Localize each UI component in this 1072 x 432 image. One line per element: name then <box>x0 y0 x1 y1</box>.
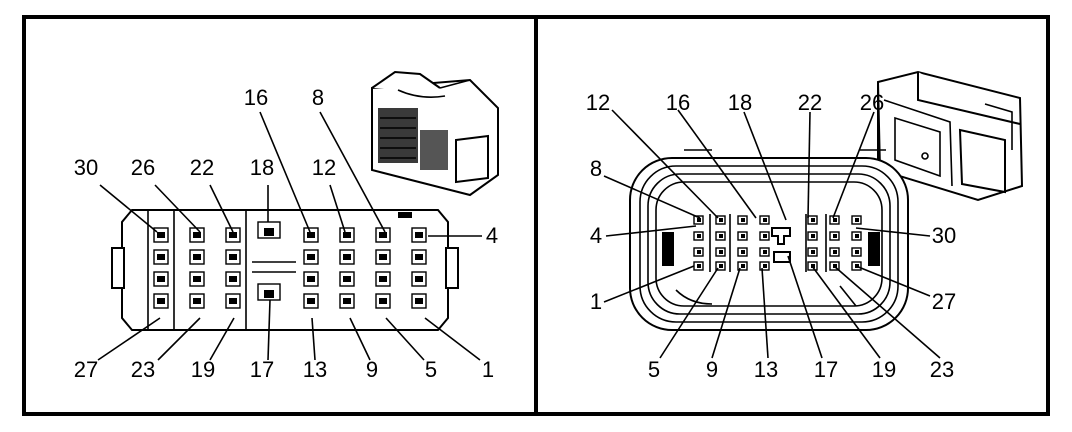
pin-contact <box>343 298 351 304</box>
pin-contact <box>697 234 701 238</box>
right-label-16: 16 <box>666 90 690 115</box>
left-label-9: 9 <box>366 357 378 382</box>
right-label-26: 26 <box>860 90 884 115</box>
left-pin-cavities <box>153 221 427 309</box>
left-connector-3d-icon <box>371 70 499 197</box>
left-label-1: 1 <box>482 357 494 382</box>
pin-contact <box>763 218 767 222</box>
pin-contact <box>193 298 201 304</box>
pin-contact <box>157 232 165 238</box>
pin-contact <box>415 276 423 282</box>
right-pin-cavities <box>693 215 862 271</box>
pin-contact <box>855 218 859 222</box>
pin-contact <box>811 264 815 268</box>
right-connector-face <box>629 149 909 331</box>
pin-contact <box>833 250 837 254</box>
pin-contact <box>415 254 423 260</box>
pin-contact <box>415 298 423 304</box>
pin-contact <box>379 298 387 304</box>
pin-contact <box>379 232 387 238</box>
right-label-18: 18 <box>728 90 752 115</box>
pin-contact <box>229 276 237 282</box>
pin-contact <box>264 228 274 236</box>
pin-contact <box>719 218 723 222</box>
left-label-18: 18 <box>250 155 274 180</box>
left-label-12: 12 <box>312 155 336 180</box>
pin-contact <box>229 298 237 304</box>
left-label-23: 23 <box>131 357 155 382</box>
pin-contact <box>264 290 274 298</box>
left-label-16: 16 <box>244 85 268 110</box>
left-label-13: 13 <box>303 357 327 382</box>
pin-contact <box>763 264 767 268</box>
right-label-22: 22 <box>798 90 822 115</box>
left-label-4: 4 <box>486 223 498 248</box>
right-label-12: 12 <box>586 90 610 115</box>
pin-contact <box>741 234 745 238</box>
pin-contact <box>719 264 723 268</box>
pin-contact <box>855 250 859 254</box>
pin-contact <box>307 298 315 304</box>
pin-contact <box>855 234 859 238</box>
left-leader-lines <box>97 111 482 361</box>
pin-contact <box>697 264 701 268</box>
pin-contact <box>343 254 351 260</box>
pin-contact <box>307 254 315 260</box>
pin-contact <box>763 250 767 254</box>
left-label-5: 5 <box>425 357 437 382</box>
left-label-17: 17 <box>250 357 274 382</box>
pin-contact <box>415 232 423 238</box>
right-label-30: 30 <box>932 223 956 248</box>
pin-contact <box>229 254 237 260</box>
pin-contact <box>741 250 745 254</box>
pin-contact <box>307 232 315 238</box>
pin-contact <box>193 276 201 282</box>
pin-contact <box>157 298 165 304</box>
pin-contact <box>741 218 745 222</box>
pin-contact <box>741 264 745 268</box>
pin-contact <box>193 254 201 260</box>
left-label-27: 27 <box>74 357 98 382</box>
right-label-13: 13 <box>754 357 778 382</box>
right-label-19: 19 <box>872 357 896 382</box>
right-leader-lines <box>603 109 941 359</box>
right-label-1: 1 <box>590 289 602 314</box>
pin-contact <box>697 250 701 254</box>
pin-contact <box>719 234 723 238</box>
right-label-8: 8 <box>590 156 602 181</box>
left-label-26: 26 <box>131 155 155 180</box>
pin-contact <box>719 250 723 254</box>
left-label-30: 30 <box>74 155 98 180</box>
right-label-23: 23 <box>930 357 954 382</box>
right-label-9: 9 <box>706 357 718 382</box>
pin-contact <box>157 276 165 282</box>
pin-contact <box>343 232 351 238</box>
right-label-4: 4 <box>590 223 602 248</box>
pin-contact <box>307 276 315 282</box>
pin-contact <box>697 218 701 222</box>
right-label-5: 5 <box>648 357 660 382</box>
pin-contact <box>343 276 351 282</box>
pin-contact <box>193 232 201 238</box>
left-label-19: 19 <box>191 357 215 382</box>
left-label-22: 22 <box>190 155 214 180</box>
right-label-27: 27 <box>932 289 956 314</box>
pin-contact <box>811 218 815 222</box>
right-label-17: 17 <box>814 357 838 382</box>
pin-contact <box>379 276 387 282</box>
pin-contact <box>157 254 165 260</box>
pin-contact <box>229 232 237 238</box>
pin-contact <box>811 234 815 238</box>
left-label-8: 8 <box>312 85 324 110</box>
pin-contact <box>833 234 837 238</box>
pin-contact <box>763 234 767 238</box>
pin-contact <box>833 218 837 222</box>
pin-contact <box>811 250 815 254</box>
right-connector-3d-icon <box>876 70 1024 202</box>
pin-contact <box>379 254 387 260</box>
